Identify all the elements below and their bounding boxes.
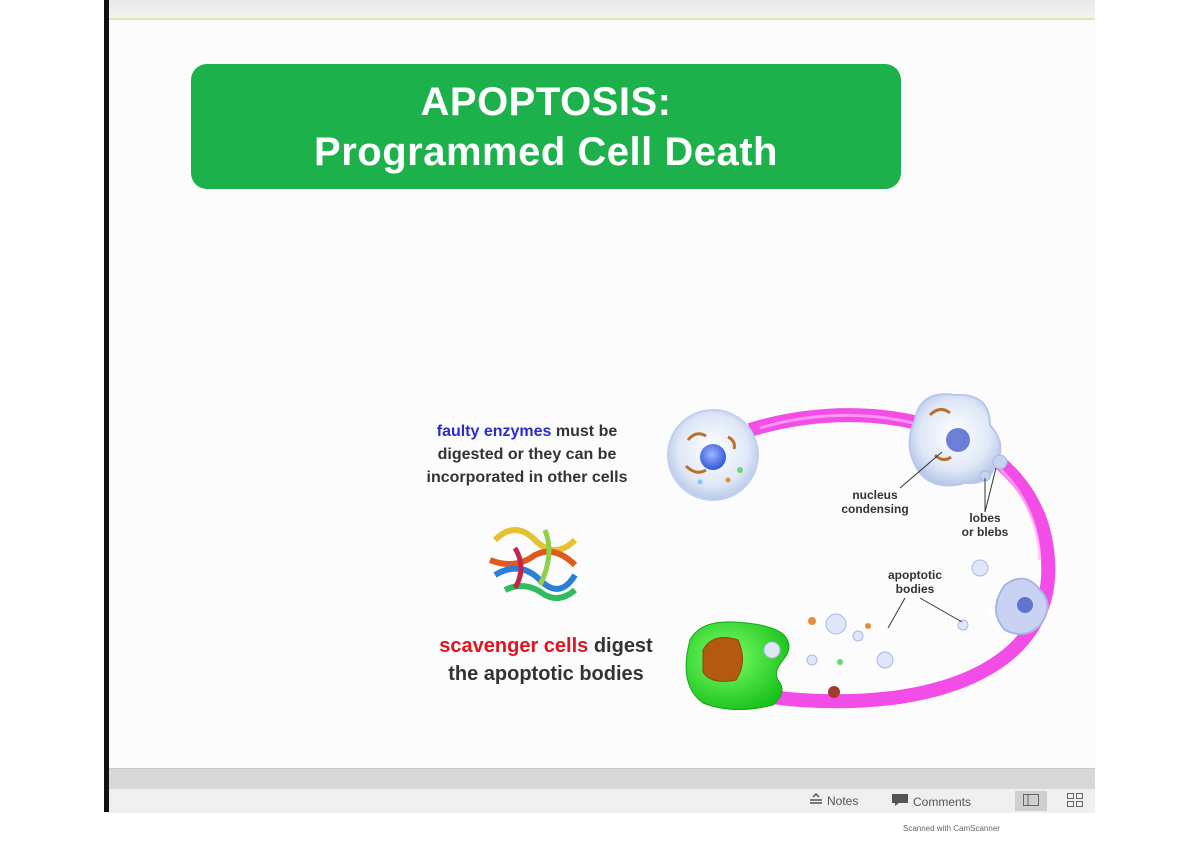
faulty-enzymes-text: faulty enzymes must be digested or they … <box>396 420 658 489</box>
faulty-enzymes-highlight: faulty enzymes <box>436 423 552 440</box>
comments-label: Comments <box>913 794 972 809</box>
shrinking-cell <box>908 393 1008 487</box>
fragmenting-cell <box>995 577 1049 635</box>
slide-title-line-2: Programmed Cell Death <box>314 129 778 174</box>
apoptotic-bodies <box>806 559 1003 698</box>
label-nucleus-line-1: nucleus <box>852 488 898 502</box>
notes-icon <box>809 792 823 808</box>
status-bar: Notes Comments <box>109 788 1095 813</box>
slide-sorter-button[interactable] <box>1059 791 1091 811</box>
top-toolbar-strip <box>109 0 1095 20</box>
label-lobes-line-1: lobes <box>969 511 1001 525</box>
window-edge <box>104 0 109 812</box>
label-lobes-blebs: lobes or blebs <box>950 511 1020 539</box>
faulty-enzymes-line-2: digested or they can be <box>437 446 617 463</box>
scavenger-cells-line-2: the apoptotic bodies <box>448 663 644 685</box>
slide-title-box: APOPTOSIS: Programmed Cell Death <box>191 64 901 189</box>
comments-button[interactable]: Comments <box>891 793 971 810</box>
comments-icon <box>891 793 909 810</box>
slide-title-line-1: APOPTOSIS: <box>420 79 672 124</box>
normal-view-icon <box>1023 793 1039 809</box>
healthy-cell <box>667 409 759 501</box>
label-nucleus-condensing: nucleus condensing <box>830 488 920 516</box>
notes-button[interactable]: Notes <box>809 792 859 808</box>
faulty-enzymes-line-3: incorporated in other cells <box>426 469 628 486</box>
label-apoptotic-line-1: apoptotic <box>888 568 942 582</box>
horizontal-scrollbar-area[interactable] <box>109 768 1095 789</box>
notes-label: Notes <box>827 793 859 808</box>
faulty-enzymes-rest: must be <box>551 423 618 440</box>
label-apoptotic-bodies: apoptotic bodies <box>870 568 960 596</box>
label-lobes-line-2: or blebs <box>961 525 1009 539</box>
scavenger-cell <box>685 621 790 711</box>
label-nucleus-line-2: condensing <box>841 502 909 516</box>
label-pointers <box>887 451 997 629</box>
scavenger-cells-highlight: scavenger cells <box>439 635 589 657</box>
scavenger-cells-rest: digest <box>588 635 653 657</box>
scanner-watermark: Scanned with CamScanner <box>903 824 1000 833</box>
normal-view-button[interactable] <box>1015 791 1047 811</box>
slide-sorter-icon <box>1067 792 1083 810</box>
label-apoptotic-line-2: bodies <box>895 582 935 596</box>
enzyme-protein-image <box>488 527 578 602</box>
scavenger-cells-text: scavenger cells digest the apoptotic bod… <box>415 632 677 688</box>
